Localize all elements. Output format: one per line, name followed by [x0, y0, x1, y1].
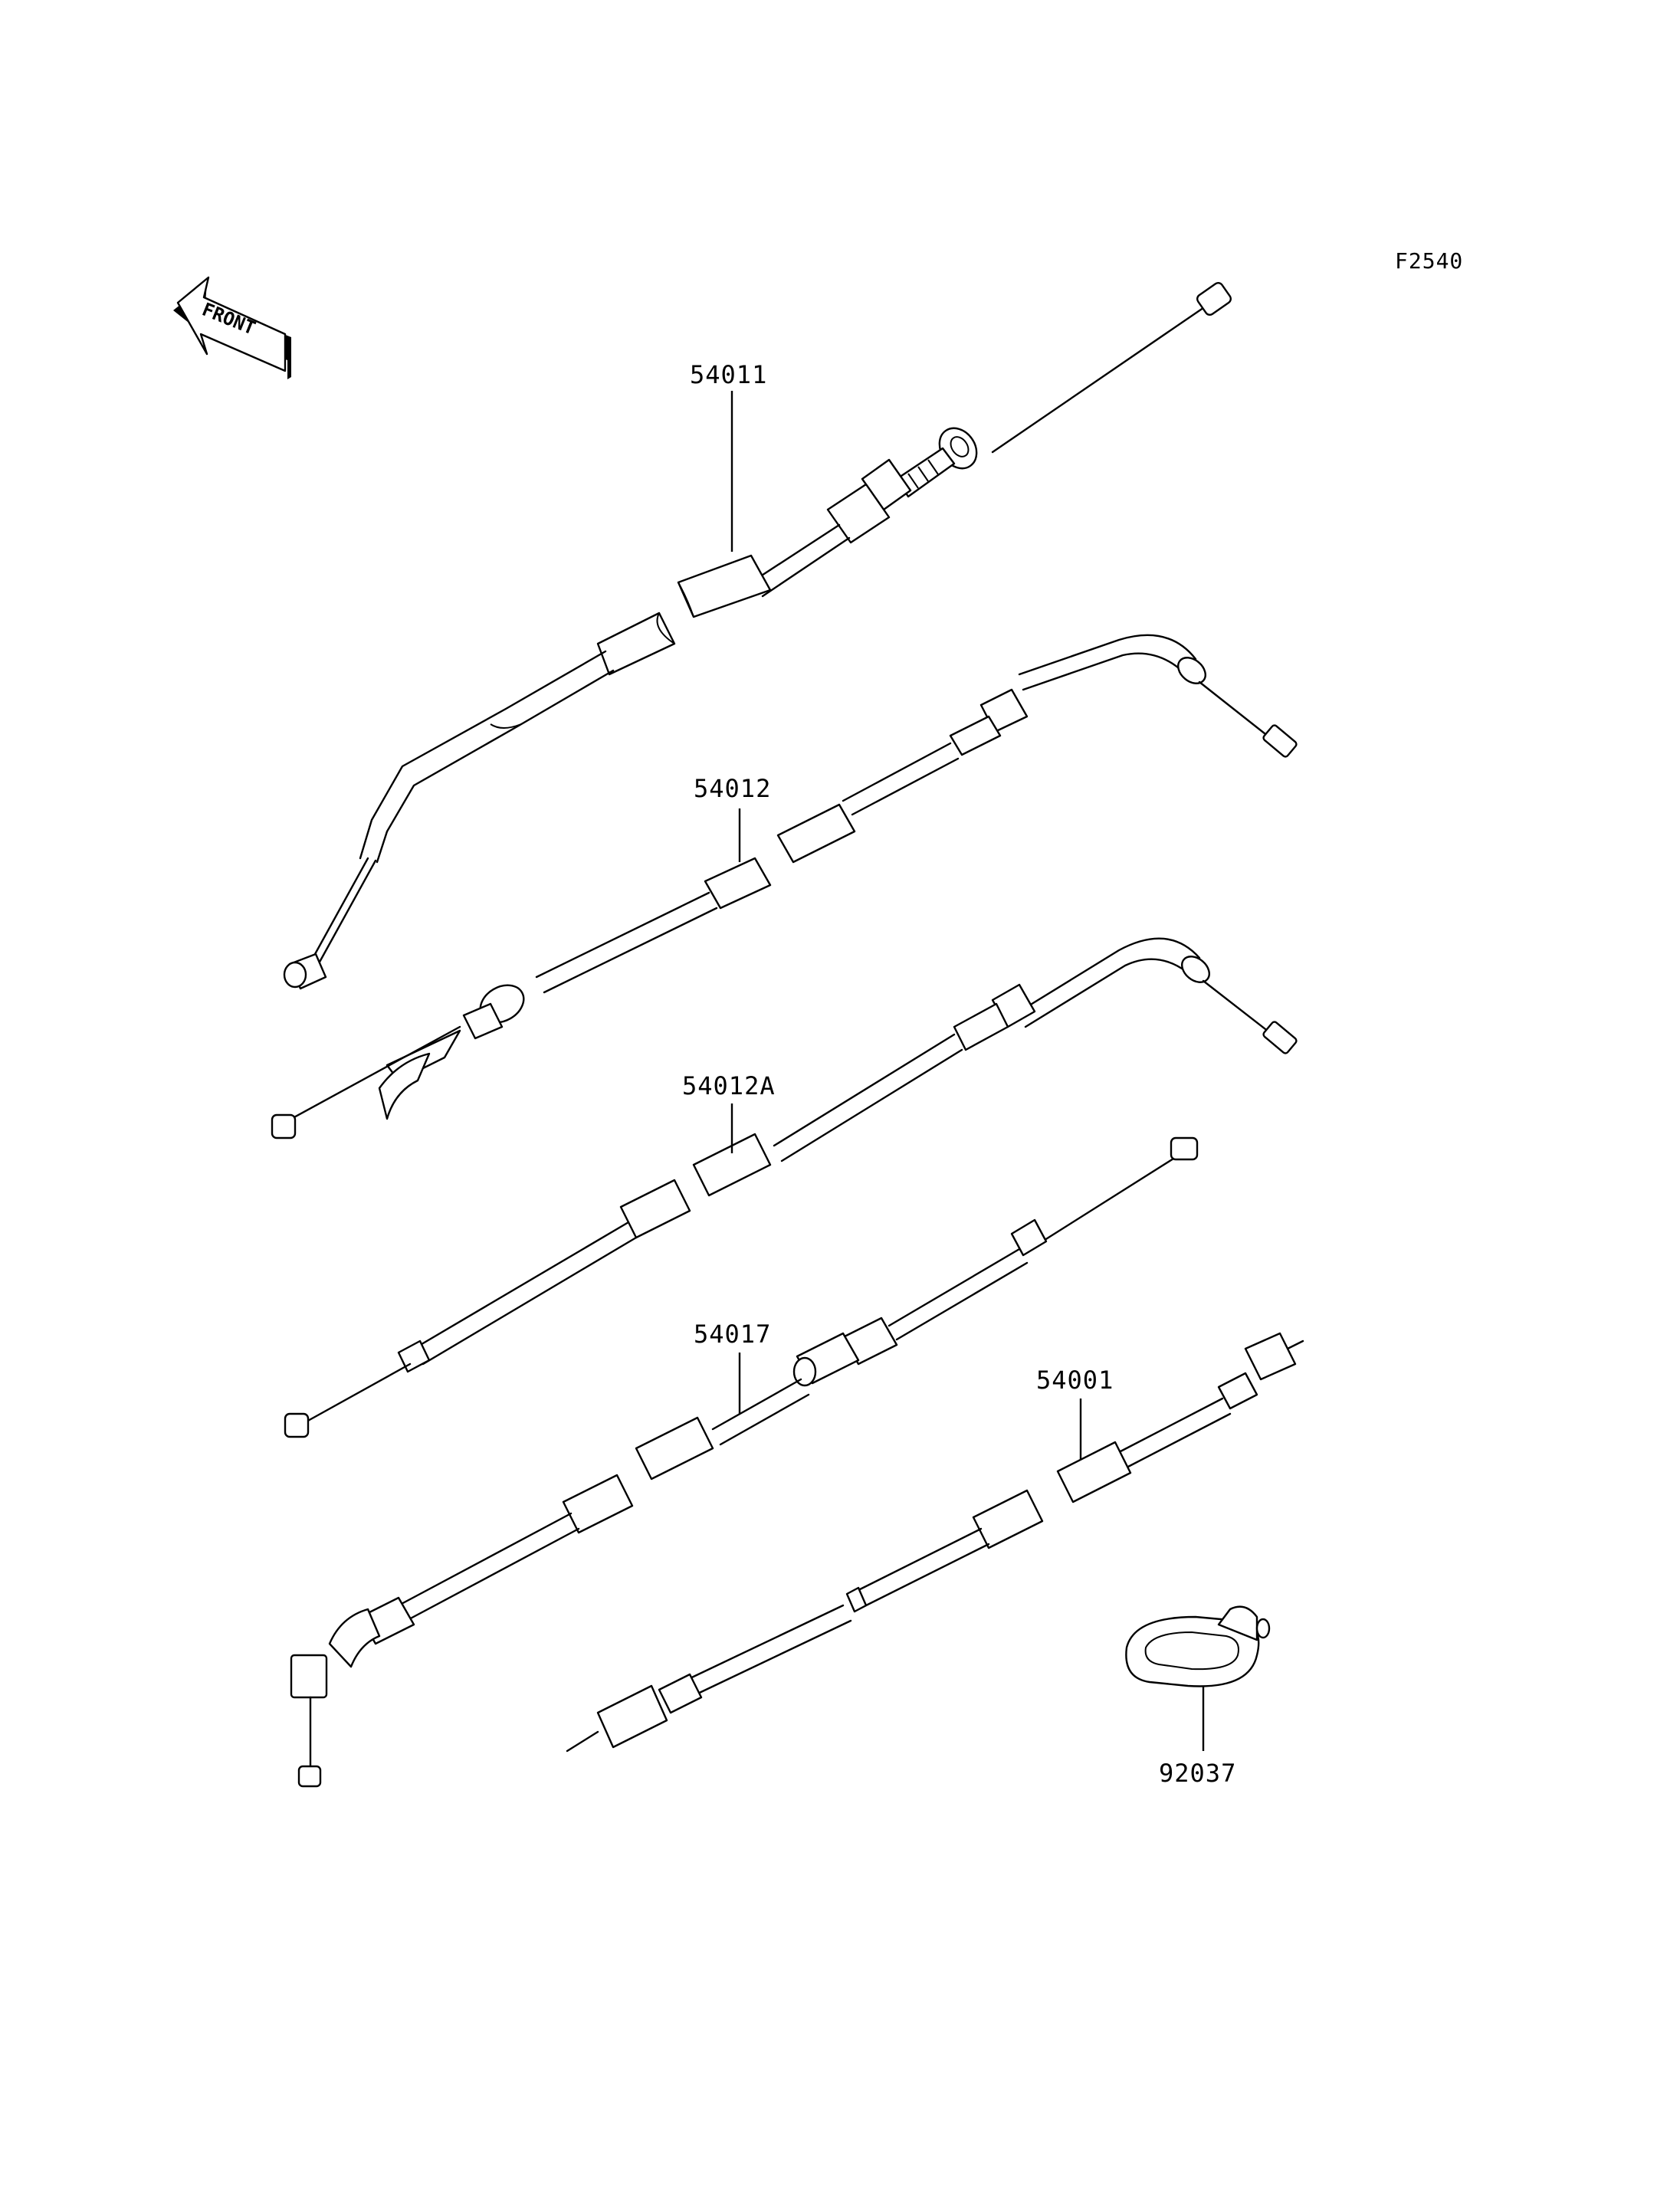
- grommet-92037: 92037: [1125, 1605, 1271, 1788]
- figure-code: F2540: [1395, 248, 1463, 274]
- cable-54001: 54001: [566, 1332, 1304, 1753]
- cable-54012a: 54012A: [284, 937, 1298, 1438]
- part-label-54011: 54011: [690, 360, 767, 389]
- cable-54017: 54017: [290, 1136, 1199, 1788]
- part-label-54012: 54012: [694, 774, 771, 803]
- part-label-54017: 54017: [694, 1320, 771, 1349]
- part-label-54012a: 54012A: [682, 1071, 776, 1100]
- front-arrow-icon: FRONT: [173, 276, 291, 379]
- part-label-54001: 54001: [1036, 1366, 1114, 1395]
- cable-54011: 54011: [283, 281, 1232, 990]
- cable-54012: 54012: [271, 634, 1298, 1139]
- part-label-92037: 92037: [1159, 1759, 1236, 1788]
